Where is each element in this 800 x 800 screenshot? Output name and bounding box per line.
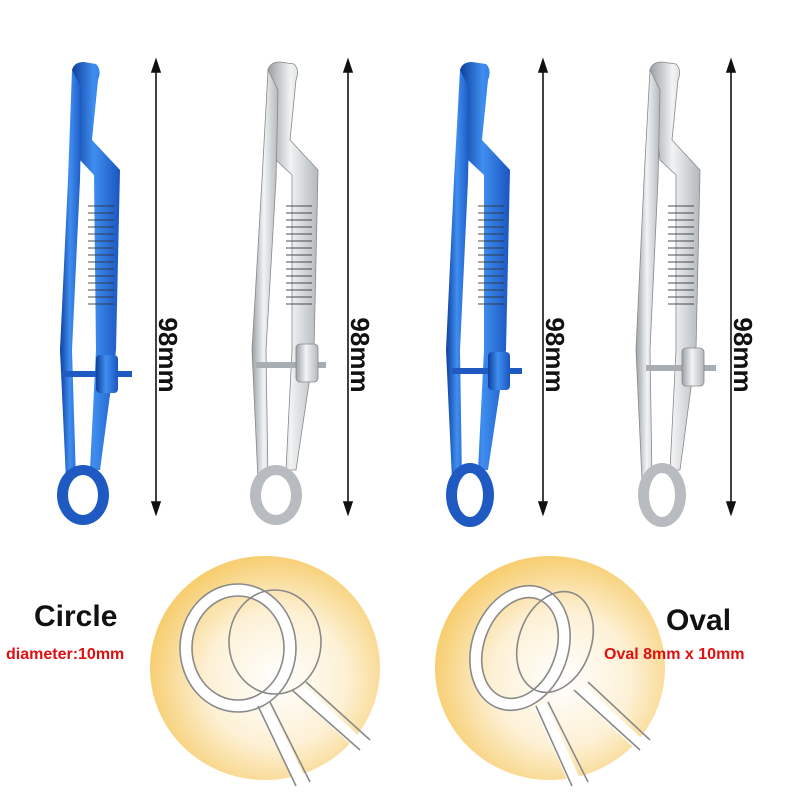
dimension-label-3: 98mm — [540, 317, 570, 393]
silver-oval-tweezers — [635, 61, 716, 527]
circle-tip-closeup — [150, 556, 380, 787]
circle-title: Circle — [34, 600, 118, 633]
silver-circle-tweezers — [250, 61, 326, 525]
tip-closeups — [150, 556, 665, 787]
oval-title: Oval — [666, 604, 732, 637]
oval-tip-closeup — [435, 556, 665, 787]
oval-subtitle: Oval 8mm x 10mm — [604, 646, 745, 663]
dimension-arrows — [150, 57, 737, 517]
dimension-label-1: 98mm — [153, 317, 183, 393]
blue-circle-tweezers — [57, 62, 132, 525]
dimension-label-2: 98mm — [345, 317, 375, 393]
dimension-label-4: 98mm — [728, 317, 758, 393]
blue-oval-tweezers — [446, 62, 522, 527]
tweezers-illustration — [57, 57, 737, 527]
circle-subtitle: diameter:10mm — [6, 646, 125, 663]
